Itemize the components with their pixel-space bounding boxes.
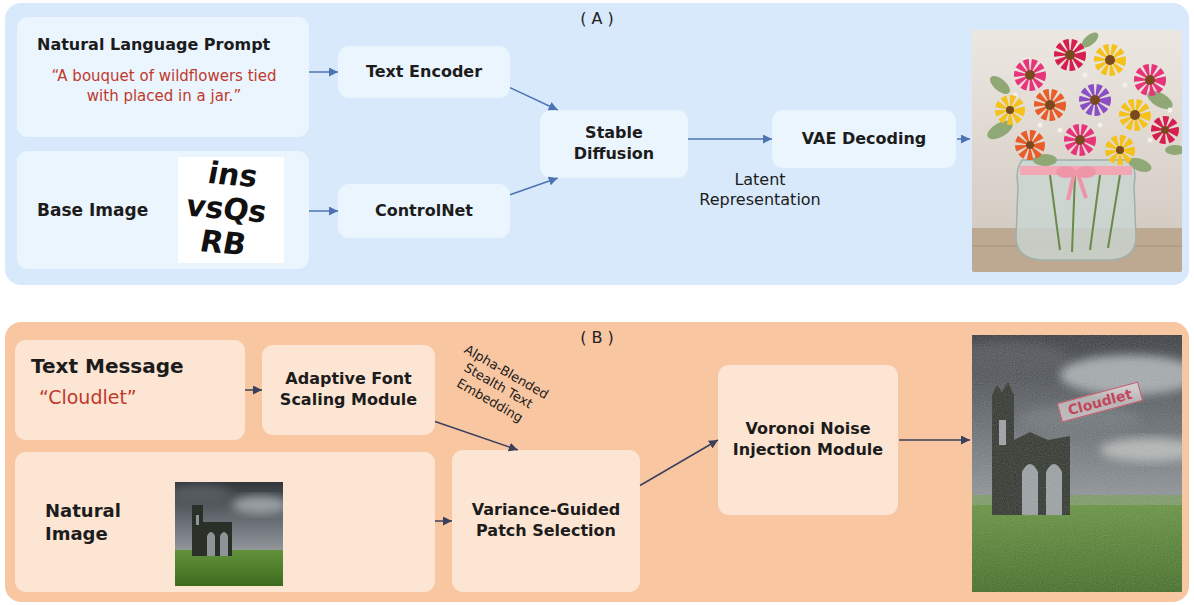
glyph-text: RB [197,226,248,260]
process-box: ControlNet [338,184,510,238]
input-box: Text Message “Cloudlet” [15,340,245,440]
process-box: VAE Decoding [772,110,956,168]
flow-arrow [435,422,518,451]
process-box: Voronoi Noise Injection Module [718,365,898,515]
node-title: ( B ) [5,322,1189,347]
process-box: Variance-Guided Patch Selection [452,450,640,592]
node-title: ControlNet [375,201,473,222]
label-holder: Alpha-Blended Stealth Text Embedding [434,335,562,437]
ruin-photo [175,482,283,586]
flow-arrow [245,389,262,391]
process-box: Text Encoder [338,46,510,98]
panel-band: ( B ) Text Message “Cloudlet” Adaptive Font… [5,322,1189,602]
flow-arrow [510,88,558,110]
output-arrow [957,138,970,140]
input-box: Natural Image [15,452,435,592]
flow-arrow [688,138,772,140]
flow-arrow [435,520,452,522]
node-title: ( A ) [5,3,1189,28]
node-title: Variance-Guided Patch Selection [464,500,628,542]
glyph-text: vsQs [184,191,269,228]
input-box: Base Image [17,151,309,269]
flow-arrow [510,178,558,195]
node-title: Natural Language Prompt [37,35,291,54]
node-title: Text Encoder [366,62,482,83]
watermarked-photo [972,335,1182,592]
flow-arrow [309,210,338,212]
label-holder: ins [208,160,258,190]
label-holder: RB [200,228,246,258]
process-box: Adaptive Font Scaling Module [262,345,435,435]
node-title: VAE Decoding [802,129,927,150]
node-title: Natural Image [45,499,155,546]
output-arrow [899,439,970,441]
watermark: Cloudlet [1057,382,1143,423]
label-holder: vsQs [186,194,267,224]
flower-image [972,30,1182,272]
node-title: Adaptive Font Scaling Module [274,369,423,411]
flow-arrow [309,71,338,73]
panel-band: ( A ) Natural Language Prompt “A bouquet o… [5,3,1189,285]
node-body: “A bouquet of wildflowers tied with plac… [39,66,289,107]
node-body: “Cloudlet” [31,386,229,408]
prompt-box: Natural Language Prompt “A bouquet of wil… [17,17,309,137]
glyph-text: ins [205,158,260,192]
node-title: Base Image [37,200,177,220]
node-title: Voronoi Noise Injection Module [730,419,886,461]
process-box: Stable Diffusion [540,110,688,178]
node-title: Stable Diffusion [552,123,676,165]
flow-arrow [640,440,718,486]
label-holder: Latent Representation [692,170,828,210]
base-image [178,157,284,263]
edge-label: Latent Representation [692,170,828,210]
node-title: Text Message [31,354,229,378]
label-holder: Cloudlet [1057,382,1143,423]
edge-label: Alpha-Blended Stealth Text Embedding [434,335,562,437]
